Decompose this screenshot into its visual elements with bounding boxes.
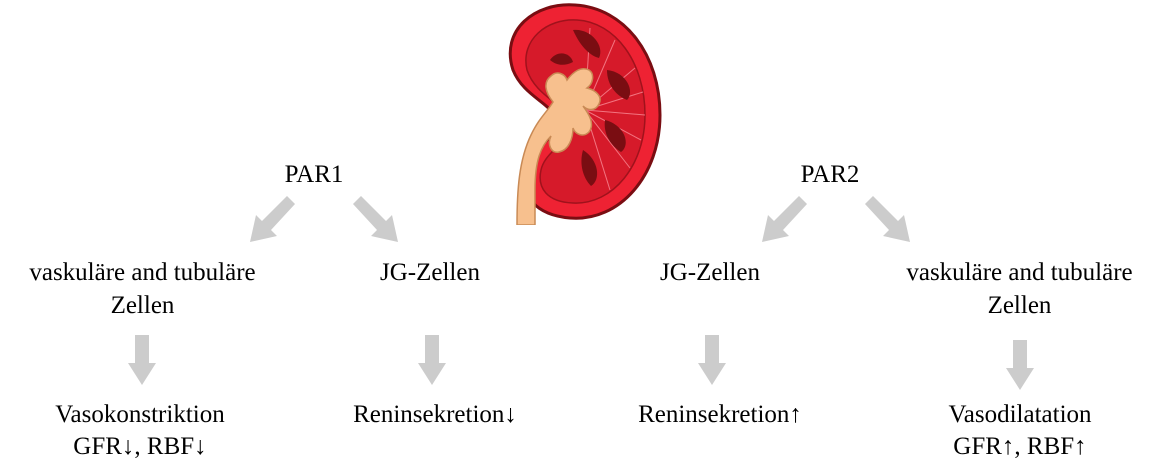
right-jg-cells-label: JG-Zellen (605, 258, 815, 288)
reninsekretion-decrease-label: Reninsekretion↓ (315, 400, 555, 430)
par1-label: PAR1 (254, 160, 374, 190)
arrow-par2-to-vascular-icon (860, 196, 920, 248)
right-vascular-cells-line1: vaskuläre and tubuläre (880, 258, 1159, 288)
left-vascular-cells-line2: Zellen (0, 291, 285, 321)
arrow-down-vasokonstriktion-icon (128, 335, 156, 385)
reninsekretion-increase-label: Reninsekretion↑ (600, 400, 840, 430)
arrow-par1-to-jg-icon (348, 196, 408, 248)
arrow-par1-to-vascular-icon (240, 196, 300, 248)
gfr-rbf-increase-label: GFR↑, RBF↑ (900, 432, 1140, 462)
arrow-down-vasodilatation-icon (1006, 340, 1034, 390)
vasodilatation-label: Vasodilatation (900, 400, 1140, 430)
left-jg-cells-label: JG-Zellen (325, 258, 535, 288)
par2-label: PAR2 (770, 160, 890, 190)
arrow-down-renin-decrease-icon (418, 335, 446, 385)
arrow-down-renin-increase-icon (698, 335, 726, 385)
right-vascular-cells-line2: Zellen (880, 291, 1159, 321)
arrow-par2-to-jg-icon (752, 196, 812, 248)
left-vascular-cells-line1: vaskuläre and tubuläre (0, 258, 285, 288)
vasokonstriktion-label: Vasokonstriktion (10, 400, 270, 430)
kidney-icon (495, 0, 665, 225)
gfr-rbf-decrease-label: GFR↓, RBF↓ (10, 432, 270, 462)
